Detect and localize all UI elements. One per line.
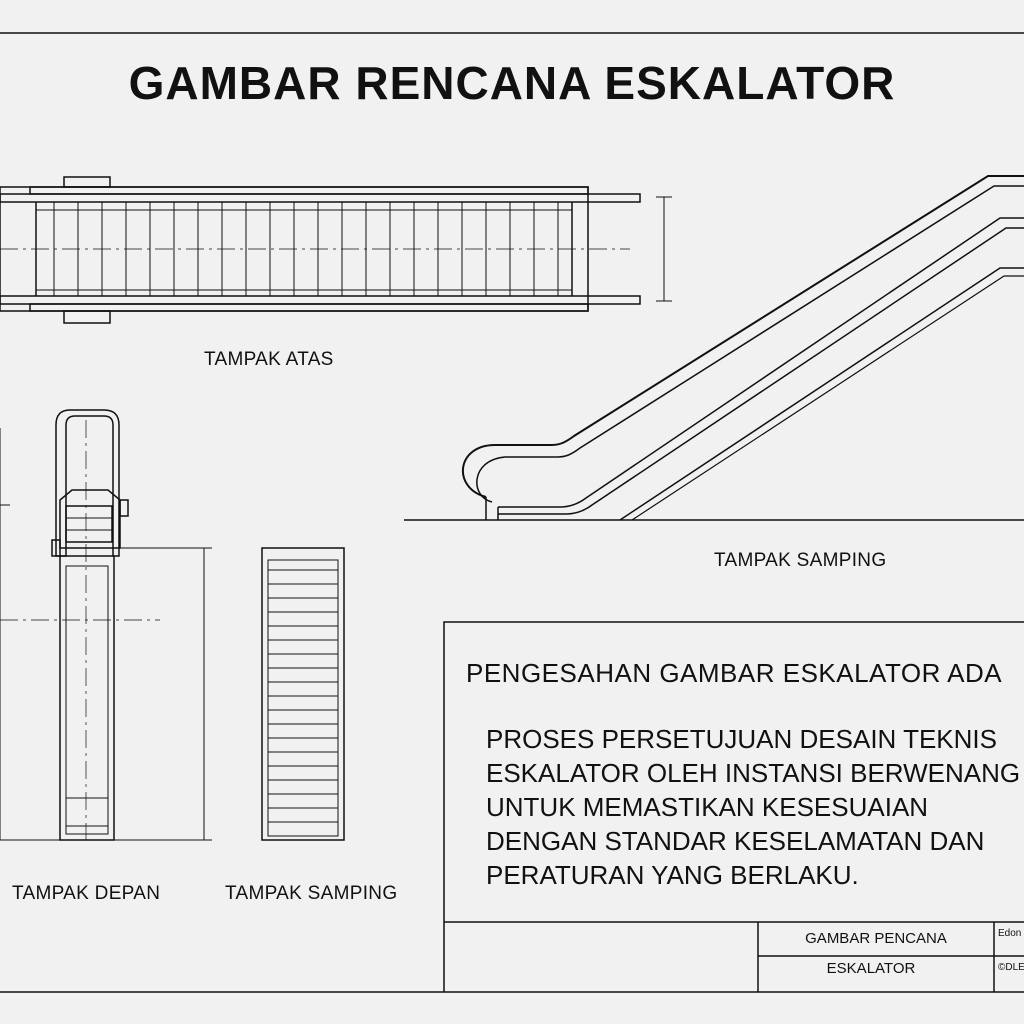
title-block-body-line: PERATURAN YANG BERLAKU. [486, 860, 859, 890]
side-view-small-drawing [261, 547, 345, 841]
side-view-large-drawing [404, 175, 1024, 521]
title-block-note-2: ©DLE [998, 962, 1024, 973]
title-block-drawing-subject: ESKALATOR [826, 960, 916, 977]
title-block-drawing-name: GAMBAR PENCANA [805, 930, 947, 947]
top-view-drawing [0, 176, 672, 324]
title-block-heading: PENGESAHAN GAMBAR ESKALATOR ADA [466, 658, 1003, 688]
drawing-title: GAMBAR RENCANA ESKALATOR [128, 57, 896, 109]
label-side-view-large: TAMPAK SAMPING [714, 550, 887, 571]
label-front-view: TAMPAK DEPAN [12, 883, 161, 904]
title-block-body-line: UNTUK MEMASTIKAN KESESUAIAN [486, 792, 929, 822]
title-block-body-line: DENGAN STANDAR KESELAMATAN DAN [486, 826, 985, 856]
title-block-body-line: PROSES PERSETUJUAN DESAIN TEKNIS [486, 724, 997, 754]
label-top-view: TAMPAK ATAS [204, 349, 334, 370]
title-block-note-1: Edon [998, 928, 1022, 939]
label-side-view-small: TAMPAK SAMPING [225, 883, 398, 904]
title-block-frame [443, 621, 1024, 992]
title-block-body-line: ESKALATOR OLEH INSTANSI BERWENANG [486, 758, 1021, 788]
title-block-body: PROSES PERSETUJUAN DESAIN TEKNIS ESKALAT… [486, 722, 1021, 892]
front-view-drawing [0, 409, 212, 841]
